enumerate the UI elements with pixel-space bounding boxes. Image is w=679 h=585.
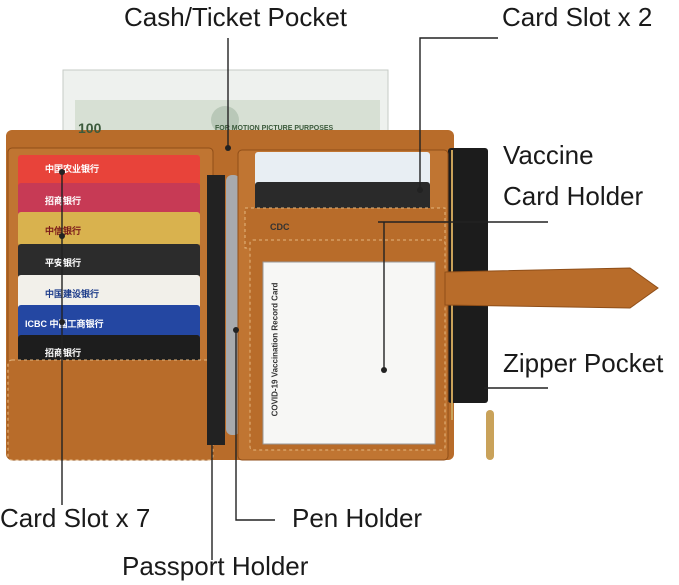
- right-card-2: [255, 182, 430, 212]
- label-zipper-pocket: Zipper Pocket: [503, 348, 664, 378]
- banknote-caption: FOR MOTION PICTURE PURPOSES: [215, 125, 334, 132]
- passport-sleeve: [207, 175, 225, 445]
- label-card-slot-2: Card Slot x 2: [502, 2, 653, 32]
- leader-card-slot-2: [419, 37, 498, 190]
- card-label-5: 中国建设银行: [45, 289, 100, 299]
- card-label-6: ICBC 中国工商银行: [25, 319, 104, 329]
- label-passport-holder: Passport Holder: [122, 551, 309, 581]
- label-pen-holder: Pen Holder: [292, 503, 423, 533]
- vaccine-card: [262, 261, 436, 445]
- label-vaccine-line1: Vaccine: [503, 140, 594, 170]
- card-label-7: 招商银行: [45, 348, 82, 358]
- card-label-2: 招商银行: [45, 196, 82, 206]
- zipper-pull: [486, 410, 494, 460]
- card-label-1: 中国农业银行: [45, 164, 100, 174]
- label-card-slot-7: Card Slot x 7: [0, 503, 151, 533]
- label-cash-ticket-pocket: Cash/Ticket Pocket: [124, 2, 348, 32]
- card-label-4: 平安银行: [45, 258, 82, 268]
- card-label-3: 中信银行: [45, 226, 82, 236]
- cdc-mark: CDC: [270, 222, 290, 232]
- card-stack: [18, 155, 200, 369]
- label-vaccine-line2: Card Holder: [503, 181, 644, 211]
- left-lower-pocket: [7, 359, 214, 461]
- banknote-value: 100: [78, 120, 102, 136]
- leader-pen: [235, 330, 275, 521]
- strap: [444, 267, 659, 309]
